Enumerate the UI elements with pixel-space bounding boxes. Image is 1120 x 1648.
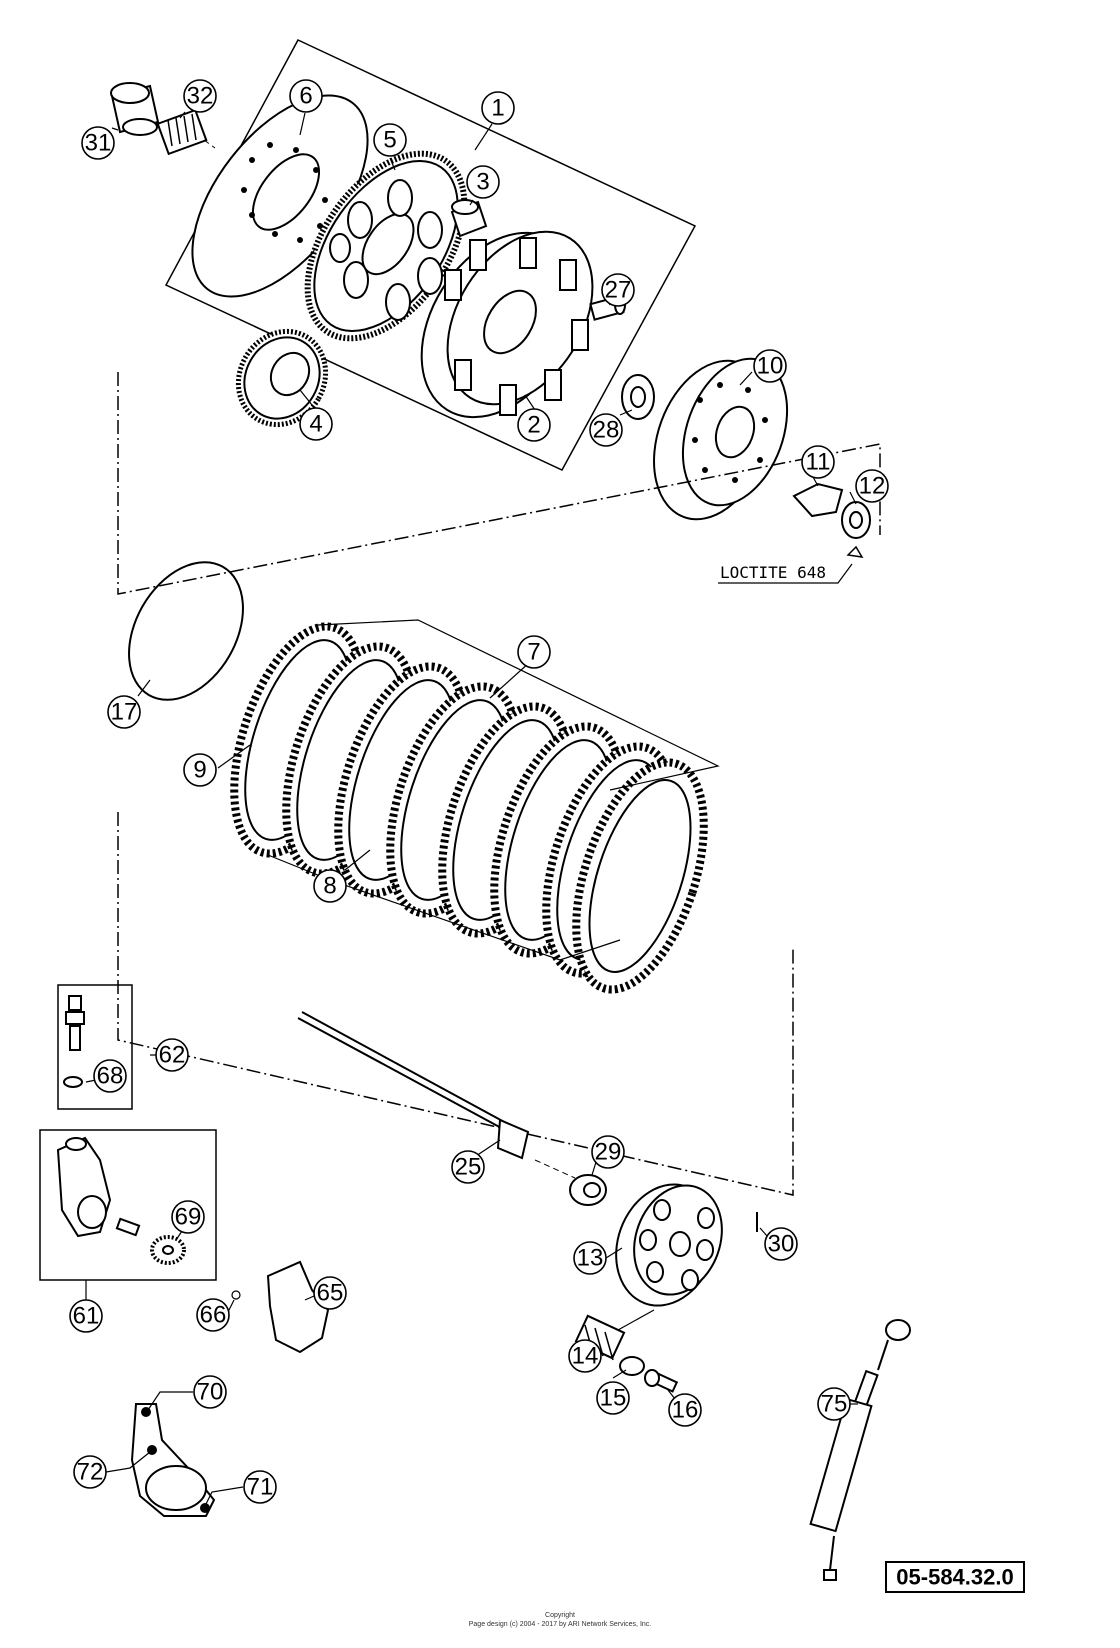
clutch-basket-2-drawing <box>420 230 594 419</box>
gasket-65-drawing <box>266 1260 330 1354</box>
plates-group-8-outline <box>267 854 621 961</box>
pressure-cap-13-drawing <box>615 1183 723 1307</box>
callout-13: 13 <box>577 1245 604 1272</box>
needle-bearing-32-drawing <box>156 108 208 156</box>
callout-16: 16 <box>672 1397 699 1424</box>
bracket-hole <box>145 1465 207 1511</box>
loctite-note: LOCTITE 648 <box>720 563 826 582</box>
callout-17: 17 <box>111 699 138 726</box>
callout-15: 15 <box>600 1385 627 1412</box>
callout-29: 29 <box>595 1139 622 1166</box>
callout-labels: 1 2 3 4 5 6 7 8 9 10 11 12 13 14 15 16 1… <box>73 83 886 1501</box>
pushrod-25-drawing <box>297 1011 530 1160</box>
callout-8: 8 <box>323 873 336 900</box>
callout-14: 14 <box>572 1343 599 1370</box>
callout-68: 68 <box>97 1063 124 1090</box>
bushing-3-drawing <box>450 199 488 238</box>
plates-group-7-outline <box>317 619 720 791</box>
callout-32: 32 <box>187 83 214 110</box>
washer-28-drawing <box>621 374 655 420</box>
callout-61: 61 <box>73 1303 100 1330</box>
callout-62: 62 <box>159 1042 186 1069</box>
footer-page-design: Page design (c) 2004 - 2017 by ARI Netwo… <box>469 1621 652 1628</box>
bolt-16-drawing <box>644 1369 679 1393</box>
callout-2: 2 <box>527 412 540 439</box>
callout-65: 65 <box>317 1280 344 1307</box>
nut-12-drawing <box>841 501 871 539</box>
gear-4-drawing <box>235 328 329 428</box>
callout-70: 70 <box>197 1379 224 1406</box>
callout-6: 6 <box>299 83 312 110</box>
bushing-31-drawing <box>110 82 160 136</box>
callout-1: 1 <box>491 95 504 122</box>
lock-washer-11-drawing <box>792 482 844 518</box>
callout-5: 5 <box>383 127 396 154</box>
bleed-valve-62-drawing <box>63 995 85 1088</box>
disc-6-drawing <box>191 94 369 298</box>
callout-4: 4 <box>309 411 322 438</box>
pack-outline-lower <box>117 812 794 1196</box>
callout-7: 7 <box>527 639 540 666</box>
ball-66-drawing <box>231 1290 241 1300</box>
slave-cylinder-61-box <box>39 1129 217 1281</box>
clutch-plate-stack-drawing <box>230 622 708 994</box>
callout-75: 75 <box>821 1391 848 1418</box>
callout-28: 28 <box>593 417 620 444</box>
callout-30: 30 <box>768 1231 795 1258</box>
bracket-hole-71 <box>200 1503 210 1513</box>
callout-72: 72 <box>77 1459 104 1486</box>
bleed-valve-62-box <box>57 984 133 1110</box>
callout-3: 3 <box>476 169 489 196</box>
callout-10: 10 <box>757 353 784 380</box>
callout-27: 27 <box>605 277 632 304</box>
primary-gear-5-drawing <box>304 150 468 342</box>
reference-number-box <box>885 1561 1025 1593</box>
loctite-drop <box>846 545 864 558</box>
callout-71: 71 <box>247 1474 274 1501</box>
callout-66: 66 <box>200 1302 227 1329</box>
inner-hub-10-drawing <box>653 357 789 521</box>
callout-25: 25 <box>455 1154 482 1181</box>
syringe-75-drawing <box>809 1319 911 1581</box>
callout-12: 12 <box>859 473 886 500</box>
o-ring-17-drawing <box>128 561 244 701</box>
reference-number: 05-584.32.0 <box>896 1565 1013 1590</box>
callout-69: 69 <box>175 1204 202 1231</box>
callout-markers <box>69 79 889 1504</box>
bearing-29-drawing <box>569 1174 607 1206</box>
callout-9: 9 <box>193 757 206 784</box>
slave-cylinder-61-drawing <box>56 1136 186 1265</box>
callout-11: 11 <box>806 449 831 476</box>
callout-31: 31 <box>85 130 112 157</box>
washer-15-drawing <box>619 1356 645 1376</box>
footer-copyright: Copyright <box>545 1612 575 1619</box>
